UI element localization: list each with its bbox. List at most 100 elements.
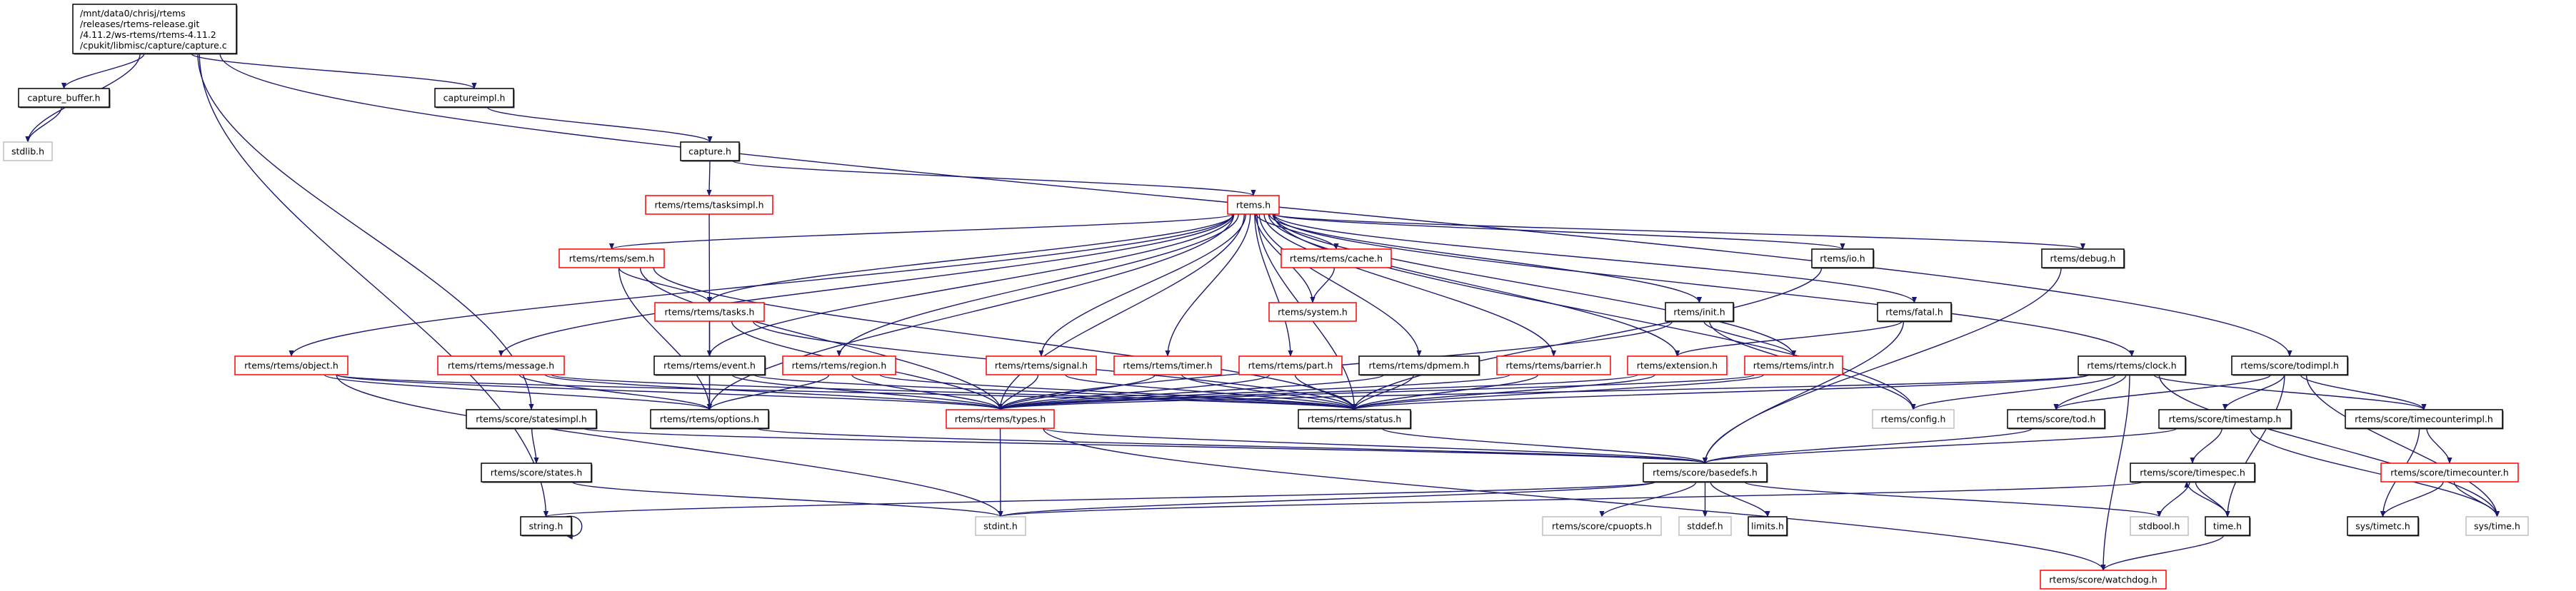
edge-basedefs-h-to-stdint-h: [998, 481, 1656, 517]
node-label: rtems/rtems/types.h: [955, 414, 1046, 425]
edge-rtems-h-to-barrier-h: [1263, 213, 1557, 357]
node-watchdog-h[interactable]: rtems/score/watchdog.h: [2040, 570, 2167, 590]
node-box: [1643, 463, 1768, 483]
edge-timer-h-to-types-h: [998, 374, 1156, 410]
node-box: [653, 355, 766, 375]
node-cache-h[interactable]: rtems/rtems/cache.h: [1281, 248, 1392, 268]
node-label: rtems/rtems/options.h: [660, 414, 759, 425]
node-timecounterimpl-h[interactable]: rtems/score/timecounterimpl.h: [2345, 409, 2504, 430]
node-status-h[interactable]: rtems/rtems/status.h: [1298, 409, 1412, 430]
node-barrier-h[interactable]: rtems/rtems/barrier.h: [1496, 355, 1611, 375]
node-timer-h[interactable]: rtems/rtems/timer.h: [1113, 355, 1222, 375]
node-capture-h[interactable]: capture.h: [680, 141, 741, 162]
node-options-h[interactable]: rtems/rtems/options.h: [650, 409, 770, 430]
node-box: [1113, 355, 1222, 375]
node-label: rtems/rtems/message.h: [448, 360, 554, 371]
node-extension-h[interactable]: rtems/extension.h: [1627, 355, 1728, 375]
node-sys-timetc-h[interactable]: sys/timetc.h: [2347, 516, 2420, 537]
node-rtems-h[interactable]: rtems.h: [1227, 195, 1280, 215]
node-capture-buffer-h[interactable]: capture_buffer.h: [18, 88, 111, 108]
node-object-h[interactable]: rtems/rtems/object.h: [234, 355, 349, 375]
node-box: [434, 88, 514, 108]
node-region-h[interactable]: rtems/rtems/region.h: [782, 355, 896, 375]
edge-rtems-h-to-debug-h: [1273, 213, 2085, 250]
node-init-h[interactable]: rtems/init.h: [1665, 302, 1735, 323]
node-timespec-h[interactable]: rtems/score/timespec.h: [2130, 463, 2256, 483]
node-box: [3, 141, 53, 161]
node-states-h[interactable]: rtems/score/states.h: [481, 463, 593, 483]
node-label: rtems/rtems/event.h: [663, 360, 756, 371]
node-clock-h[interactable]: rtems/rtems/clock.h: [2078, 355, 2187, 376]
node-tasksimpl-h[interactable]: rtems/rtems/tasksimpl.h: [645, 195, 773, 215]
node-timecounter-h[interactable]: rtems/score/timecounter.h: [2380, 463, 2519, 483]
node-time-h[interactable]: time.h: [2205, 516, 2251, 537]
node-string-h[interactable]: string.h: [520, 516, 573, 537]
node-label: capture_buffer.h: [27, 93, 100, 103]
node-tasks-h[interactable]: rtems/rtems/tasks.h: [654, 302, 765, 322]
node-types-h[interactable]: rtems/rtems/types.h: [946, 409, 1055, 429]
edges-layer: [25, 53, 2500, 571]
edge-capture-c-to-captureimpl-h: [191, 53, 477, 89]
node-label: rtems/io.h: [1820, 253, 1865, 264]
node-capture-c[interactable]: /mnt/data0/chrisj/rtems/releases/rtems-r…: [72, 4, 238, 55]
node-box: [680, 141, 740, 161]
node-box: [946, 409, 1055, 429]
node-basedefs-h[interactable]: rtems/score/basedefs.h: [1643, 463, 1768, 483]
node-statesimpl-h[interactable]: rtems/score/statesimpl.h: [466, 409, 598, 430]
node-box: [1665, 302, 1734, 322]
node-label: rtems/rtems/part.h: [1248, 360, 1333, 371]
node-message-h[interactable]: rtems/rtems/message.h: [437, 355, 565, 375]
node-captureimpl-h[interactable]: captureimpl.h: [434, 88, 515, 108]
node-box: [2007, 409, 2105, 429]
node-signal-h[interactable]: rtems/rtems/signal.h: [986, 355, 1097, 375]
node-box: [1358, 355, 1480, 375]
node-dpmem-h[interactable]: rtems/rtems/dpmem.h: [1358, 355, 1480, 376]
node-fatal-h[interactable]: rtems/fatal.h: [1877, 302, 1953, 323]
node-box: [2347, 516, 2419, 536]
node-debug-h[interactable]: rtems/debug.h: [2041, 248, 2125, 269]
node-sem-h[interactable]: rtems/rtems/sem.h: [558, 248, 665, 268]
node-box: [481, 463, 592, 483]
node-event-h[interactable]: rtems/rtems/event.h: [653, 355, 766, 376]
node-label: rtems/score/tod.h: [2017, 414, 2096, 425]
edge-timespec-h-to-time-h: [2195, 481, 2230, 517]
node-timestamp-h[interactable]: rtems/score/timestamp.h: [2158, 409, 2292, 430]
node-box: [1877, 302, 1952, 322]
node-limits-h[interactable]: limits.h: [1748, 516, 1788, 537]
node-label: rtems/rtems/tasksimpl.h: [654, 200, 763, 211]
edge-time-h-to-timespec-h: [2184, 481, 2228, 517]
edge-message-h-to-types-h: [544, 374, 1003, 410]
edge-states-h-to-stdint-h: [571, 481, 1003, 517]
node-part-h[interactable]: rtems/rtems/part.h: [1238, 355, 1343, 375]
edge-barrier-h-to-types-h: [998, 374, 1510, 410]
node-tod-h[interactable]: rtems/score/tod.h: [2007, 409, 2106, 430]
edge-clock-h-to-watchdog-h: [2100, 374, 2130, 571]
edge-object-h-to-options-h: [324, 374, 712, 410]
node-todimpl-h[interactable]: rtems/score/todimpl.h: [2231, 355, 2349, 376]
node-label: rtems/score/timecounter.h: [2390, 468, 2509, 478]
edge-timespec-h-to-stdint-h: [998, 481, 2144, 517]
node-system-h[interactable]: rtems/system.h: [1268, 302, 1357, 322]
edge-rtems-h-to-io-h: [1273, 213, 1845, 250]
node-label: rtems/score/timecounterimpl.h: [2355, 414, 2493, 425]
node-box: [2130, 463, 2255, 483]
edge-rtems-h-to-part-h: [1254, 213, 1293, 357]
edge-fatal-h-to-extension-h: [1675, 320, 1903, 357]
node-label: rtems/rtems/barrier.h: [1506, 360, 1602, 371]
edge-todimpl-h-to-sys-time-h: [2305, 374, 2500, 517]
node-io-h[interactable]: rtems/io.h: [1811, 248, 1875, 269]
edge-capture-h-to-rtems-h: [731, 160, 1256, 196]
node-label: time.h: [2213, 521, 2242, 532]
edge-rtems-h-to-object-h: [289, 213, 1233, 357]
node-label: stddef.h: [1687, 521, 1723, 532]
node-label: stdlib.h: [11, 146, 44, 157]
edge-timestamp-h-to-timespec-h: [2190, 428, 2222, 464]
node-config-h: rtems/config.h: [1872, 409, 1955, 429]
edge-rtems-h-to-signal-h: [1038, 213, 1247, 357]
edge-rtems-h-to-timer-h: [1165, 213, 1251, 357]
node-box: [2345, 409, 2503, 429]
node-intr-h[interactable]: rtems/rtems/intr.h: [1744, 355, 1843, 375]
edge-event-h-to-status-h: [753, 374, 1357, 410]
edge-todimpl-h-to-time-h: [2225, 374, 2285, 517]
node-box: [2231, 355, 2348, 375]
